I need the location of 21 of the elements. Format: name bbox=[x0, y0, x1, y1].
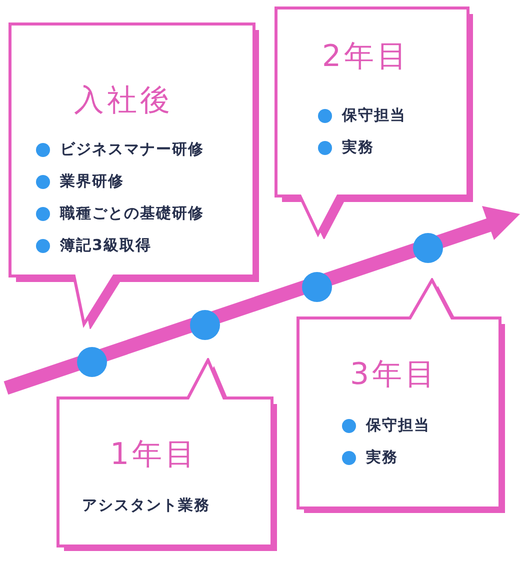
timeline-dot bbox=[190, 310, 220, 340]
list-item-text: 保守担当 bbox=[342, 106, 406, 125]
bubble-text: アシスタント業務 bbox=[82, 496, 210, 515]
list-item-text: 保守担当 bbox=[366, 416, 430, 435]
bubble-title: 2年目 bbox=[322, 38, 410, 76]
speech-bubble bbox=[8, 22, 259, 329]
list-item-text: 簿記3級取得 bbox=[60, 236, 152, 255]
bubble-title: 入社後 bbox=[74, 82, 173, 120]
list-item-text: 実務 bbox=[342, 138, 374, 157]
list-item-text: 職種ごとの基礎研修 bbox=[60, 204, 204, 223]
bubble-title: 1年目 bbox=[110, 436, 198, 474]
list-item-text: 実務 bbox=[366, 448, 398, 467]
speech-bubble bbox=[56, 358, 277, 551]
speech-bubble bbox=[296, 278, 505, 513]
list-item-text: ビジネスマナー研修 bbox=[60, 140, 204, 159]
timeline-dot bbox=[413, 233, 443, 263]
list-item-text: 業界研修 bbox=[60, 172, 124, 191]
speech-bubble bbox=[274, 6, 473, 239]
bubble-title: 3年目 bbox=[350, 356, 438, 394]
timeline-dot bbox=[302, 272, 332, 302]
timeline-dot bbox=[77, 347, 107, 377]
